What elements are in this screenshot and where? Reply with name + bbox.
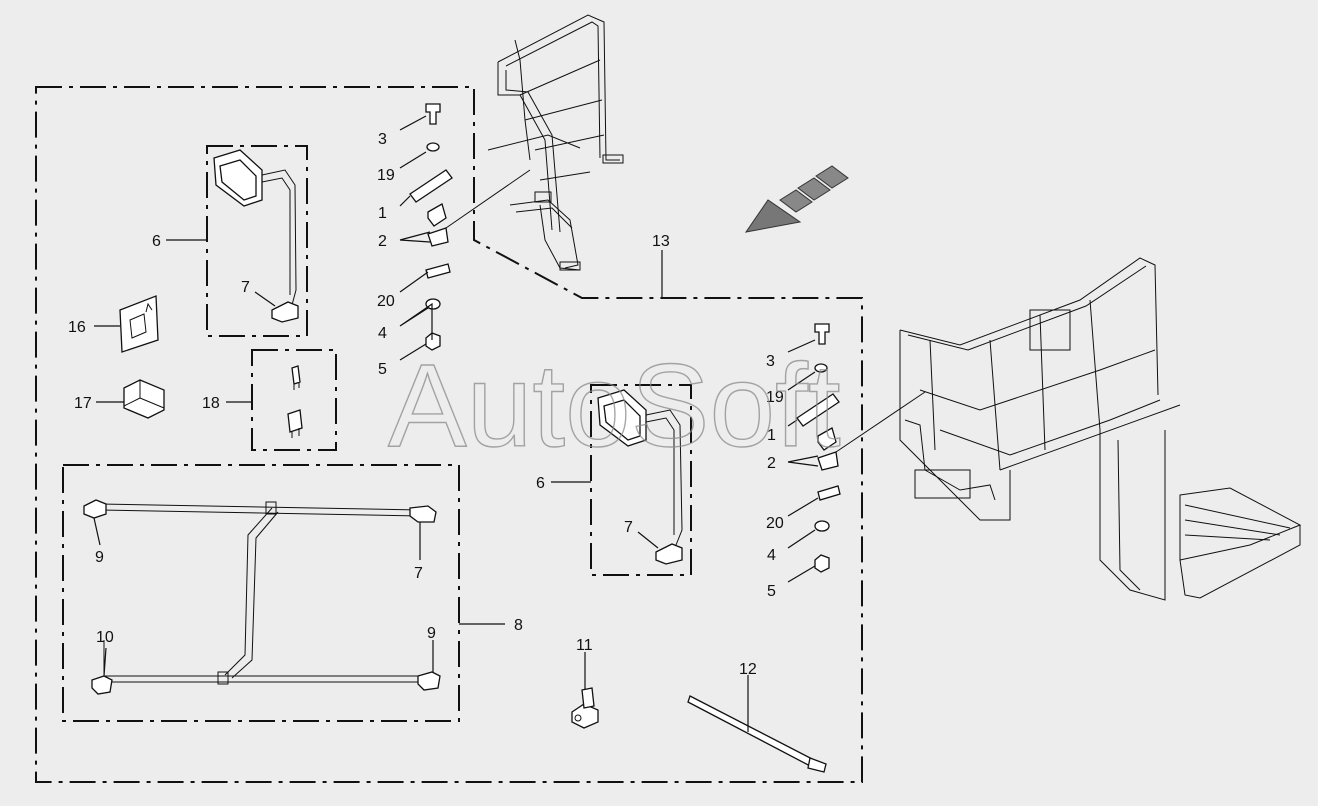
callout-1-upper: 1 xyxy=(378,205,387,222)
callout-9-top-left: 9 xyxy=(95,549,104,566)
callout-20-lower: 20 xyxy=(766,515,784,532)
group-box-lamp-right xyxy=(590,384,692,576)
lamp-decal-16 xyxy=(119,295,159,353)
callout-4-lower: 4 xyxy=(767,547,776,564)
work-lamp-right xyxy=(597,389,683,565)
callout-9-bottom-right: 9 xyxy=(427,625,436,642)
callout-20-upper: 20 xyxy=(377,293,395,310)
callout-6-right: 6 xyxy=(536,475,545,492)
callout-12: 12 xyxy=(739,661,757,678)
callout-19-upper: 19 xyxy=(377,167,395,184)
ladder-railing-illustration xyxy=(487,14,624,271)
callout-7-harness: 7 xyxy=(414,565,423,582)
bracket-assembly-lower xyxy=(796,323,926,573)
callout-8: 8 xyxy=(514,617,523,634)
callout-6-left: 6 xyxy=(152,233,161,250)
watermark-text: AutoSoft xyxy=(388,340,841,472)
callout-18: 18 xyxy=(202,395,220,412)
callout-5-lower: 5 xyxy=(767,583,776,600)
group-box-lamp-left xyxy=(206,145,308,337)
callout-4-upper: 4 xyxy=(378,325,387,342)
fuse-relay-18 xyxy=(287,365,303,438)
direction-arrow-icon xyxy=(744,165,849,233)
platform-steps-illustration xyxy=(899,257,1302,601)
callout-19-lower: 19 xyxy=(766,389,784,406)
callout-1-lower: 1 xyxy=(767,427,776,444)
bracket-assembly-upper xyxy=(409,103,531,351)
callout-16: 16 xyxy=(68,319,86,336)
callout-13: 13 xyxy=(652,233,670,250)
callout-17: 17 xyxy=(74,395,92,412)
callout-7-right: 7 xyxy=(624,519,633,536)
leader-lines xyxy=(93,115,819,732)
group-boundary-13 xyxy=(35,86,863,783)
callout-3-lower: 3 xyxy=(766,353,775,370)
callout-5-upper: 5 xyxy=(378,361,387,378)
work-lamp-left xyxy=(213,149,299,323)
group-box-fuses-18 xyxy=(251,349,337,451)
callout-11: 11 xyxy=(576,637,593,654)
switch-17 xyxy=(123,379,165,419)
cable-tie-12 xyxy=(687,695,827,773)
callout-2-lower: 2 xyxy=(767,455,776,472)
callout-2-upper: 2 xyxy=(378,233,387,250)
wiring-harness-8 xyxy=(83,499,441,695)
callout-7-left: 7 xyxy=(241,279,250,296)
callout-labels: 3 19 1 2 20 4 5 6 7 16 17 18 9 7 10 9 8 … xyxy=(68,131,784,678)
connector-11 xyxy=(571,687,599,729)
group-box-harness-8 xyxy=(62,464,460,722)
callout-3-upper: 3 xyxy=(378,131,387,148)
callout-10: 10 xyxy=(96,629,114,646)
